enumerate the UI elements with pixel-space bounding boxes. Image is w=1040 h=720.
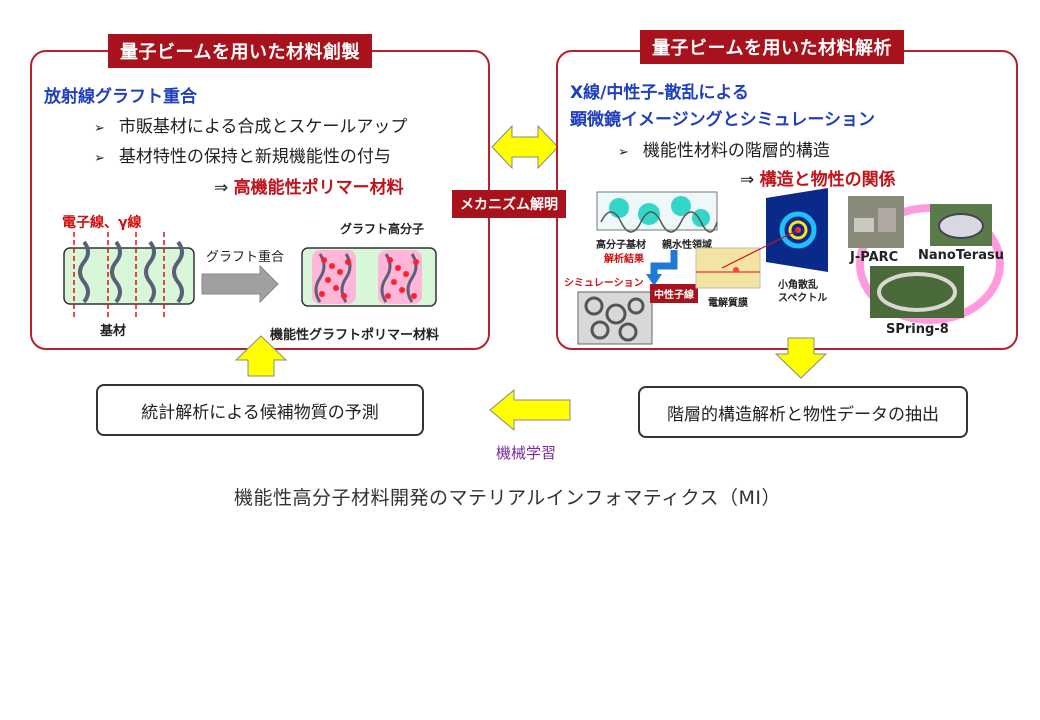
scattering-pattern-image — [721, 188, 828, 272]
product-label: 機能性グラフトポリマー材料 — [270, 328, 440, 343]
left-bullet-1: ➢市販基材による合成とスケールアップ — [94, 117, 408, 137]
machine-learning-label: 機械学習 — [496, 444, 557, 462]
electrolyte-label: 電解質膜 — [708, 298, 748, 309]
bullet-arrow-icon: ➢ — [94, 121, 105, 136]
bullet-arrow-icon: ➢ — [94, 151, 105, 166]
microstructure-image — [596, 191, 718, 233]
down-arrow-icon — [774, 337, 828, 379]
jparc-image — [848, 196, 904, 248]
polymer-substrate-label: 高分子基材 — [596, 240, 646, 251]
left-result: ⇒ 高機能性ポリマー材料 — [214, 178, 404, 198]
structure-analysis-box: 階層的構造解析と物性データの抽出 — [638, 386, 968, 438]
figure-caption: 機能性高分子材料開発のマテリアルインフォマティクス（MI） — [234, 487, 782, 509]
neutron-label: 中性子線 — [650, 284, 698, 303]
mechanism-label: メカニズム解明 — [452, 190, 566, 218]
substrate-label: 基材 — [100, 324, 127, 339]
graft-polymer-label: グラフト高分子 — [340, 222, 425, 236]
analysis-flow-arrow — [646, 250, 678, 286]
right-panel-heading-line1: X線/中性子-散乱による — [570, 83, 749, 103]
simulation-label: シミュレーション — [564, 278, 644, 289]
left-bullet-2: ➢基材特性の保持と新規機能性の付与 — [94, 147, 391, 167]
saxs-label-line1: 小角散乱 — [778, 280, 818, 291]
graft-product-diagram — [301, 247, 437, 307]
left-panel-heading: 放射線グラフト重合 — [44, 87, 197, 107]
analysis-result-label: 解析結果 — [604, 254, 644, 265]
right-bullet-1: ➢機能性材料の階層的構造 — [618, 141, 830, 161]
right-panel-heading-line2: 顕微鏡イメージングとシミュレーション — [570, 110, 875, 130]
beam-label: 電子線、γ線 — [62, 215, 142, 231]
graft-process-arrow — [201, 264, 279, 304]
right-panel-title: 量子ビームを用いた材料解析 — [640, 30, 904, 64]
graft-process-label: グラフト重合 — [206, 250, 285, 265]
up-arrow-icon — [234, 335, 288, 377]
bullet-arrow-icon: ➢ — [618, 145, 629, 160]
nanoterasu-image — [930, 204, 992, 246]
hydrophilic-label: 親水性領域 — [662, 240, 712, 251]
jparc-label: J-PARC — [850, 250, 899, 265]
substrate-diagram — [63, 232, 195, 318]
spring8-label: SPring-8 — [886, 322, 949, 337]
right-result: ⇒ 構造と物性の関係 — [740, 170, 896, 190]
saxs-label-line2: スペクトル — [778, 293, 828, 304]
double-arrow-icon — [491, 124, 559, 170]
left-panel-title: 量子ビームを用いた材料創製 — [108, 34, 372, 68]
simulation-image — [577, 291, 653, 345]
spring8-image — [870, 266, 964, 318]
left-arrow-icon — [489, 388, 571, 432]
nanoterasu-label: NanoTerasu — [918, 248, 1004, 263]
statistical-prediction-box: 統計解析による候補物質の予測 — [96, 384, 424, 436]
